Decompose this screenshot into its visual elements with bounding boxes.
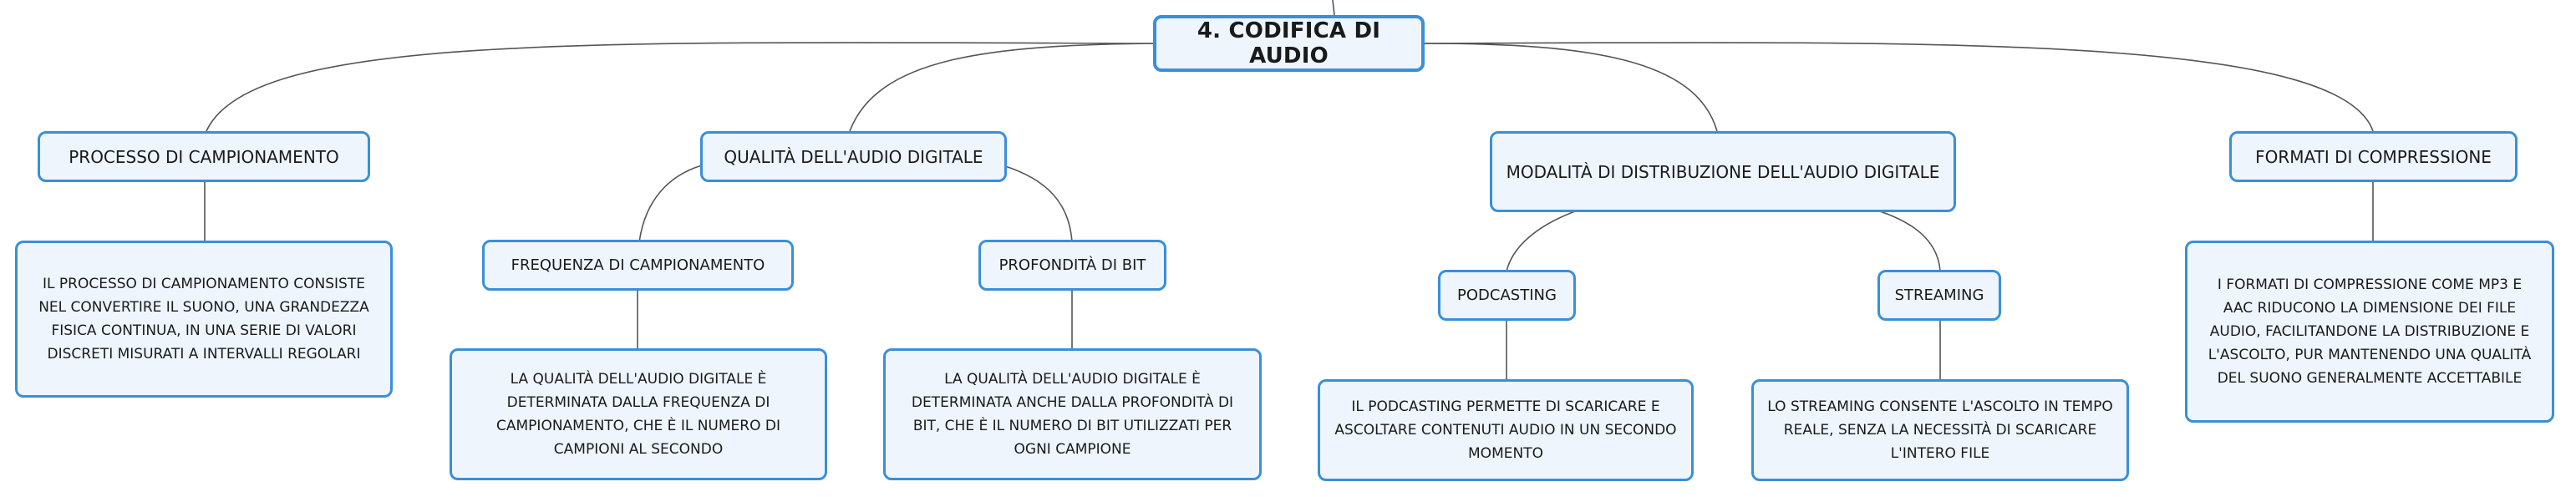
connector-quality-bitdepth [1002, 165, 1073, 243]
topic-compression-label: FORMATI DI COMPRESSIONE [2255, 146, 2492, 167]
podcasting-description-text: IL PODCASTING PERMETTE DI SCARICARE E AS… [1334, 398, 1677, 463]
connector-root-compression [1424, 42, 2374, 132]
bitdepth-description-text: LA QUALITÀ DELL'AUDIO DIGITALE È DETERMI… [911, 370, 1234, 459]
subtopic-frequency-label: FREQUENZA DI CAMPIONAMENTO [511, 256, 765, 274]
connector-quality-frequency [638, 165, 703, 243]
topic-compression-node[interactable]: FORMATI DI COMPRESSIONE [2229, 131, 2518, 182]
connector-root-sampling [206, 42, 1154, 132]
topic-quality-label: QUALITÀ DELL'AUDIO DIGITALE [724, 146, 983, 167]
subtopic-bitdepth-label: PROFONDITÀ DI BIT [998, 256, 1146, 274]
subtopic-streaming-node[interactable]: STREAMING [1877, 270, 2001, 321]
sampling-description-text: IL PROCESSO DI CAMPIONAMENTO CONSISTE NE… [38, 275, 369, 363]
subtopic-bitdepth-node[interactable]: PROFONDITÀ DI BIT [978, 240, 1166, 291]
connector-root-parent [1332, 0, 1335, 16]
subtopic-podcasting-label: PODCASTING [1457, 287, 1557, 304]
topic-quality-node[interactable]: QUALITÀ DELL'AUDIO DIGITALE [700, 131, 1007, 182]
subtopic-podcasting-node[interactable]: PODCASTING [1438, 270, 1576, 321]
compression-description-box[interactable]: I FORMATI DI COMPRESSIONE COME MP3 E AAC… [2185, 241, 2554, 423]
frequency-description-box[interactable]: LA QUALITÀ DELL'AUDIO DIGITALE È DETERMI… [450, 348, 827, 480]
topic-distribution-node[interactable]: MODALITÀ DI DISTRIBUZIONE DELL'AUDIO DIG… [1490, 131, 1956, 212]
topic-sampling-node[interactable]: PROCESSO DI CAMPIONAMENTO [38, 131, 370, 182]
subtopic-streaming-label: STREAMING [1894, 287, 1984, 304]
podcasting-description-box[interactable]: IL PODCASTING PERMETTE DI SCARICARE E AS… [1318, 379, 1694, 481]
bitdepth-description-box[interactable]: LA QUALITÀ DELL'AUDIO DIGITALE È DETERMI… [883, 348, 1262, 480]
connector-root-distribution [1424, 43, 1718, 132]
frequency-description-text: LA QUALITÀ DELL'AUDIO DIGITALE È DETERMI… [496, 370, 780, 459]
topic-sampling-label: PROCESSO DI CAMPIONAMENTO [69, 146, 339, 167]
connector-distribution-streaming [1879, 210, 1941, 272]
compression-description-text: I FORMATI DI COMPRESSIONE COME MP3 E AAC… [2208, 276, 2532, 388]
root-topic-label: 4. CODIFICA DI AUDIO [1197, 18, 1381, 68]
streaming-description-text: LO STREAMING CONSENTE L'ASCOLTO IN TEMPO… [1767, 398, 2113, 463]
connector-distribution-podcasting [1506, 210, 1576, 272]
topic-distribution-label: MODALITÀ DI DISTRIBUZIONE DELL'AUDIO DIG… [1506, 161, 1940, 182]
streaming-description-box[interactable]: LO STREAMING CONSENTE L'ASCOLTO IN TEMPO… [1751, 379, 2129, 481]
root-topic-node[interactable]: 4. CODIFICA DI AUDIO [1153, 15, 1425, 72]
connector-root-quality [849, 43, 1154, 132]
subtopic-frequency-node[interactable]: FREQUENZA DI CAMPIONAMENTO [482, 240, 794, 291]
sampling-description-box[interactable]: IL PROCESSO DI CAMPIONAMENTO CONSISTE NE… [15, 241, 393, 398]
